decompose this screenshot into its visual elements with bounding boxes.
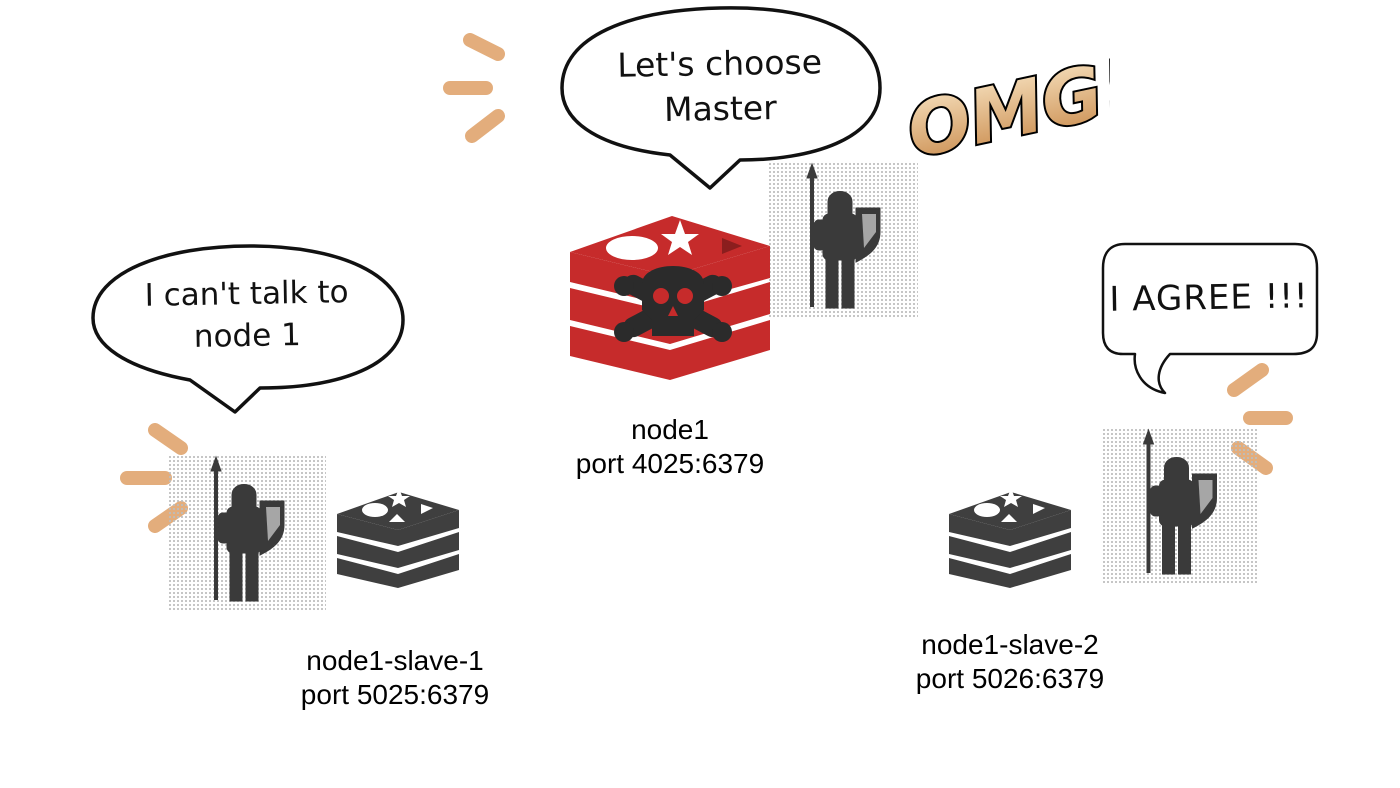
node-name: node1-slave-2 <box>921 629 1099 660</box>
speech-bubble-slave-1: I can't talk to node 1 <box>85 240 415 420</box>
node-name: node1 <box>631 414 709 445</box>
omg-exclamation: OMG! <box>890 10 1146 177</box>
knight-icon <box>210 455 285 602</box>
node1-caption: node1 port 4025:6379 <box>520 413 820 481</box>
node-port: port 5025:6379 <box>300 679 490 710</box>
bubble-line: Let's choose <box>616 42 823 85</box>
sentinel-slave-1 <box>168 455 326 610</box>
slave-2-caption: node1-slave-2 port 5026:6379 <box>860 628 1160 696</box>
omg-text: OMG! <box>900 43 1110 160</box>
redis-slave-2-icon <box>945 488 1075 588</box>
shout-lines-icon <box>443 33 505 143</box>
speech-bubble-shape <box>1101 242 1319 395</box>
sentinel-node1 <box>768 162 918 317</box>
speech-bubble-shape <box>560 6 882 190</box>
node-port: port 5026:6379 <box>915 663 1105 694</box>
bubble-line: I can't talk to <box>144 274 349 314</box>
knight-icon <box>1142 428 1217 575</box>
bubble-line: node 1 <box>193 316 302 355</box>
speech-bubble-shape <box>91 244 405 414</box>
slave-1-caption: node1-slave-1 port 5025:6379 <box>245 644 545 712</box>
skull-crossbones-icon <box>614 266 732 342</box>
speech-bubble-node1: Let's choose Master <box>550 0 890 195</box>
sentinel-slave-2 <box>1102 428 1257 583</box>
node-port: port 4025:6379 <box>575 448 765 479</box>
redis-slave-1-icon <box>333 488 463 588</box>
knight-icon <box>806 162 881 309</box>
bubble-line: Master <box>663 87 778 129</box>
bubble-text: I AGREE !!! <box>1109 276 1309 320</box>
node-name: node1-slave-1 <box>306 645 484 676</box>
speech-bubble-slave-2: I AGREE !!! <box>1095 238 1325 398</box>
redis-node1-icon <box>562 208 777 388</box>
